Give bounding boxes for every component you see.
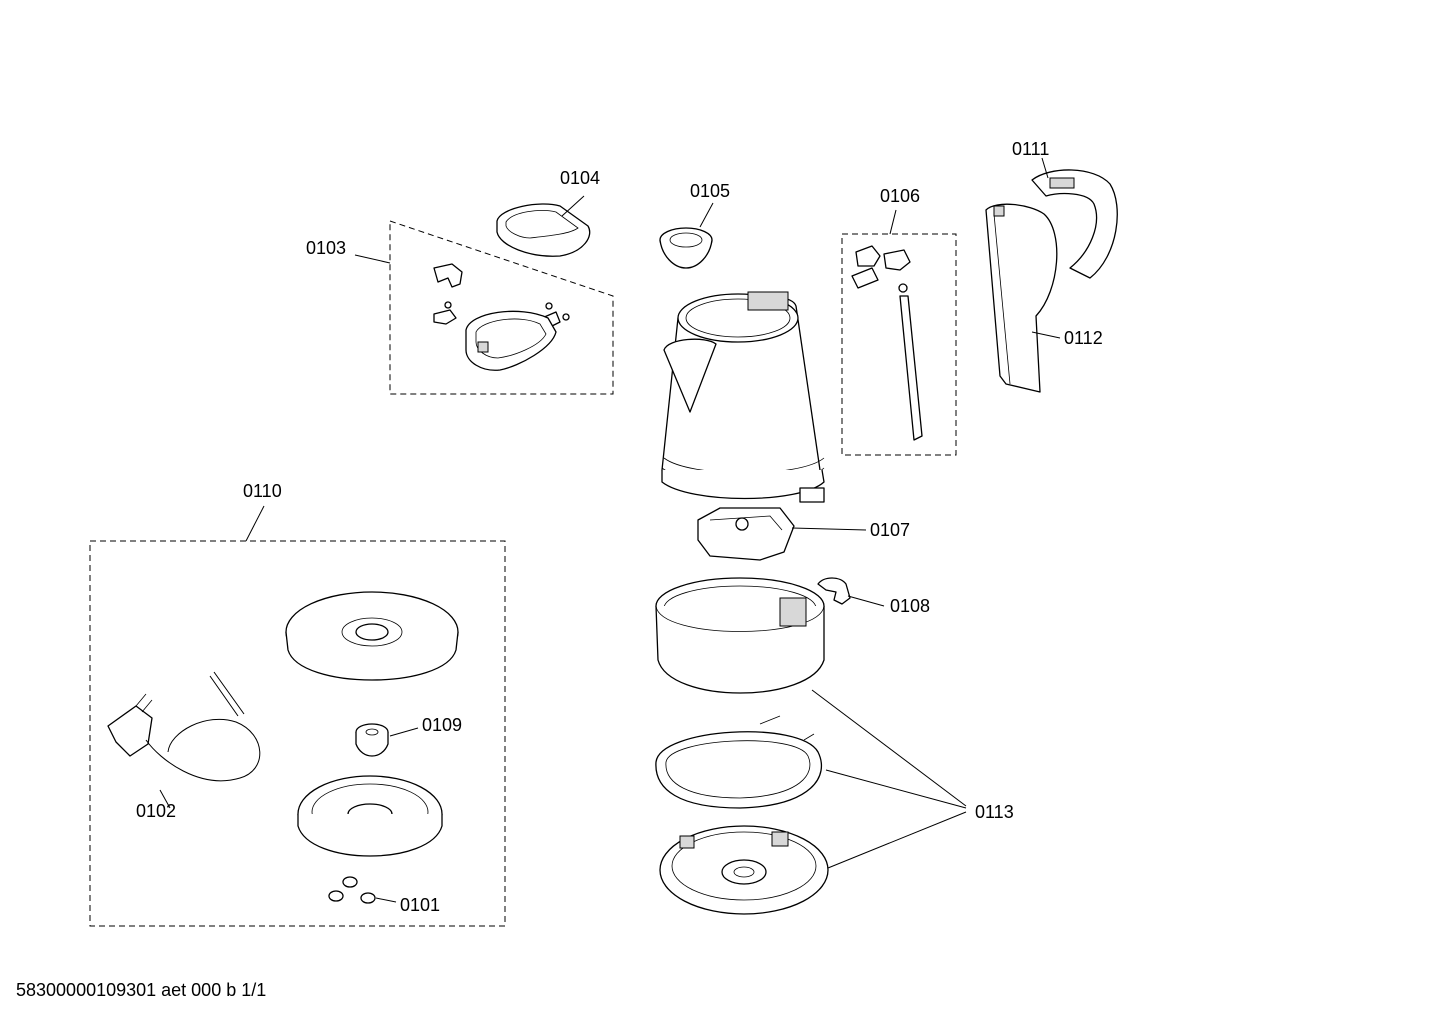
power-cord: [145, 671, 261, 782]
clip-bracket: [817, 577, 851, 605]
label-0109[interactable]: 0109: [422, 715, 462, 735]
thermostat-controller: [697, 507, 795, 561]
leader-0113-b: [825, 769, 967, 809]
screw-left: [444, 301, 452, 309]
base-plate-connector-hole: [733, 866, 755, 878]
heating-ring-inner: [665, 740, 811, 799]
part-group-0106: 0106: [841, 186, 957, 456]
label-0108[interactable]: 0108: [890, 596, 930, 616]
base-cover-hole: [355, 623, 389, 641]
base-plate-connector: [721, 859, 767, 885]
part-0112: 0112: [985, 203, 1103, 393]
group-box-0106: [841, 233, 957, 456]
kettle-switch-housing: [747, 291, 789, 311]
thermostat-detail: [709, 515, 783, 531]
kettle-opening-inner: [685, 298, 791, 338]
lid-button-cap: [433, 263, 463, 288]
thermostat-disc: [735, 517, 749, 531]
switch-slider: [851, 267, 879, 289]
leader-0101: [375, 897, 397, 903]
leader-0107: [791, 527, 867, 531]
part-0107: 0107: [697, 487, 910, 561]
leader-0112: [1031, 331, 1061, 339]
label-0106[interactable]: 0106: [880, 186, 920, 206]
part-group-0110: 0110 0102 0109 0101: [89, 481, 506, 927]
power-plug: [107, 705, 153, 757]
label-0111[interactable]: 0111: [1012, 139, 1049, 159]
leader-0103: [354, 254, 391, 264]
base-cover-ring: [341, 617, 403, 647]
screw-right-b: [562, 313, 570, 321]
kettle-body: [661, 291, 825, 500]
label-0112[interactable]: 0112: [1064, 328, 1103, 348]
handle-body: [985, 203, 1058, 393]
leader-0110: [245, 505, 265, 542]
kettle-spout: [663, 338, 717, 413]
base-plate-tab-right: [771, 831, 789, 847]
lid-tray-latch: [477, 341, 489, 353]
plug-pins: [135, 693, 153, 713]
heating-ring: [655, 731, 823, 809]
base-ring: [655, 577, 825, 694]
base-plate-lower-wall: [297, 814, 443, 857]
lid-top-inner: [505, 210, 579, 239]
base-cover-wall: [285, 631, 459, 681]
switch-cap-left: [855, 245, 881, 267]
heating-ring-wires: [759, 715, 815, 741]
filter-ring-hole: [669, 232, 703, 248]
lid-tray: [465, 310, 557, 371]
hinge-piece-left: [433, 309, 457, 325]
label-0102[interactable]: 0102: [136, 801, 176, 821]
leader-0113-c: [827, 811, 967, 869]
base-ring-skirt: [655, 605, 825, 632]
label-0107[interactable]: 0107: [870, 520, 910, 540]
base-plate-inner: [671, 831, 817, 901]
part-group-0103: 0103: [306, 220, 614, 395]
handle-top-cover: [1031, 169, 1118, 279]
leader-0113-a: [811, 689, 967, 807]
label-0101[interactable]: 0101: [400, 895, 440, 915]
thermostat-pad: [799, 487, 825, 503]
leader-0104: [561, 195, 585, 217]
screw-right-a: [545, 302, 553, 310]
switch-rod: [899, 295, 923, 441]
part-0113: 0113: [655, 689, 1014, 915]
group-box-0103: [389, 220, 614, 395]
part-0108: 0108: [817, 577, 930, 616]
label-0113[interactable]: 0113: [975, 802, 1014, 822]
connector-hole: [365, 728, 379, 736]
leader-0111: [1041, 157, 1049, 179]
connector-body: [355, 732, 389, 757]
part-0105: 0105: [659, 181, 730, 269]
leader-0108: [847, 595, 885, 607]
spring-top: [898, 283, 908, 293]
lid-top: [496, 203, 591, 257]
kettle-base-rim: [661, 469, 825, 500]
part-0111: 0111: [1012, 139, 1118, 279]
leader-0102: [159, 789, 171, 809]
filter-ring-body: [659, 239, 713, 269]
leader-0106: [889, 209, 897, 235]
handle-body-edge: [993, 213, 1011, 385]
label-0104[interactable]: 0104: [560, 168, 600, 188]
foot-1: [342, 876, 358, 888]
label-0103[interactable]: 0103: [306, 238, 346, 258]
leader-0105: [699, 202, 714, 228]
part-0104: 0104: [496, 168, 600, 257]
switch-cap-right: [883, 249, 911, 271]
label-0105[interactable]: 0105: [690, 181, 730, 201]
document-code: 58300000109301 aet 000 b 1/1: [16, 980, 267, 1000]
handle-clip: [993, 205, 1005, 217]
foot-3: [360, 892, 376, 904]
label-0110[interactable]: 0110: [243, 481, 282, 501]
base-ring-socket: [779, 597, 807, 627]
foot-2: [328, 890, 344, 902]
base-plate-tab-left: [679, 835, 695, 849]
leader-0109: [389, 727, 419, 737]
handle-top-window: [1049, 177, 1075, 189]
base-ring-wall: [655, 605, 825, 694]
